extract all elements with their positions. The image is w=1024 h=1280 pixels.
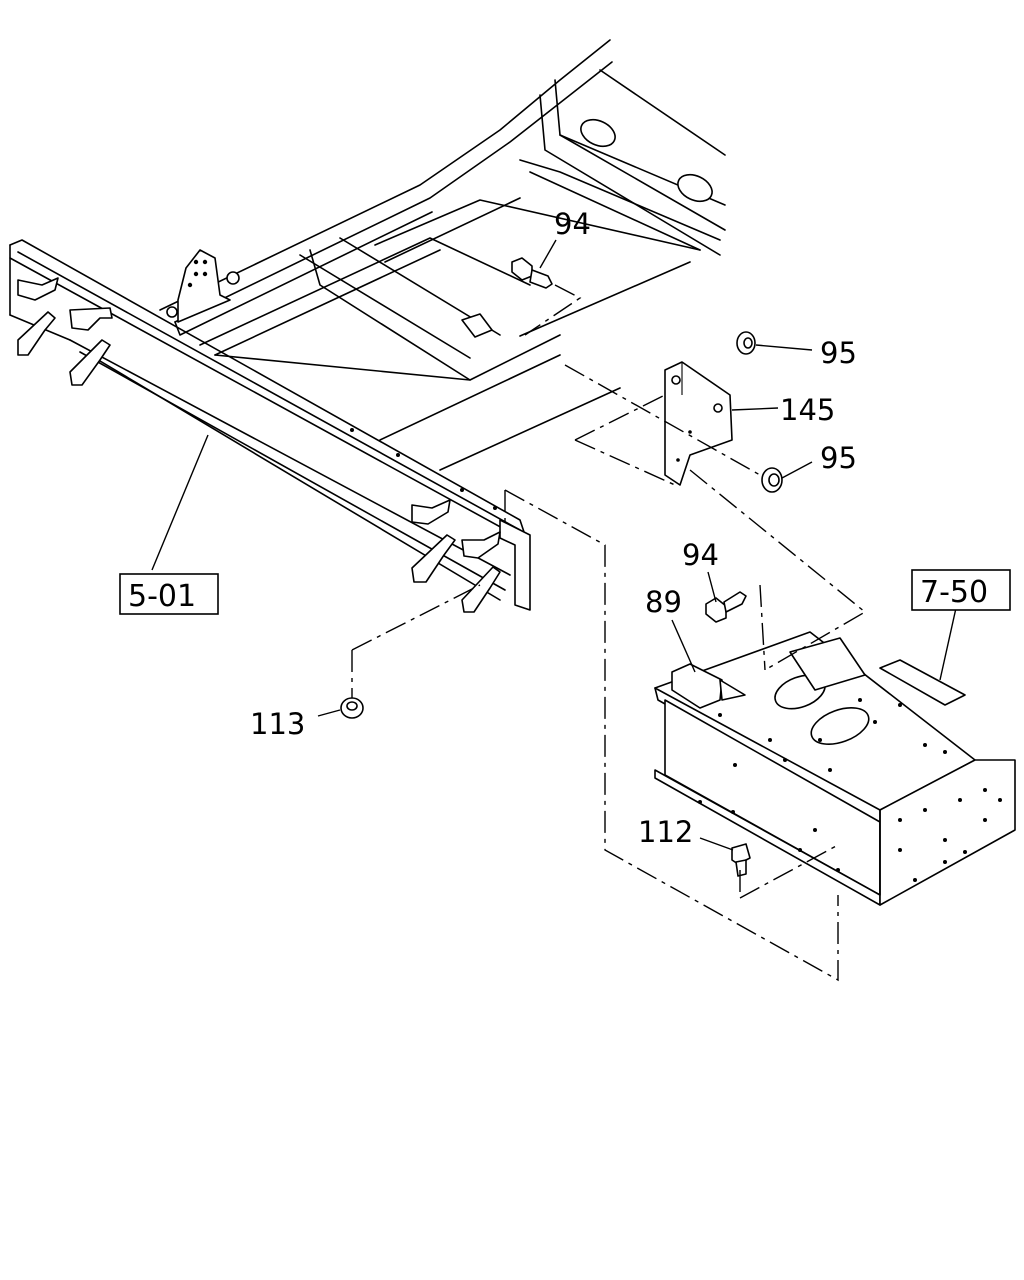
reference-7-50-label: 7-50 <box>920 575 988 610</box>
leader-lines <box>151 239 957 851</box>
callout-112: 112 <box>638 815 693 849</box>
chassis-frame <box>9 39 726 613</box>
reference-5-01: 5-01 <box>119 573 219 615</box>
nut-95-upper <box>736 331 756 355</box>
callout-113: 113 <box>250 707 305 741</box>
callout-145: 145 <box>780 393 835 427</box>
bolt-94-top <box>511 257 553 289</box>
callout-95-upper: 95 <box>820 336 857 370</box>
callout-94-top: 94 <box>554 207 591 241</box>
reference-7-50: 7-50 <box>911 569 1011 611</box>
bolt-94-mid <box>705 591 747 623</box>
bolt-112 <box>731 843 751 877</box>
tray-assembly <box>654 631 1016 906</box>
bracket-145 <box>664 361 733 486</box>
reference-5-01-label: 5-01 <box>128 579 196 614</box>
callout-95-lower: 95 <box>820 441 857 475</box>
callout-94-mid: 94 <box>682 538 719 572</box>
assembly-lines <box>351 284 867 982</box>
nut-95-lower <box>761 467 783 493</box>
nut-113 <box>340 697 364 719</box>
callout-89: 89 <box>645 585 682 619</box>
